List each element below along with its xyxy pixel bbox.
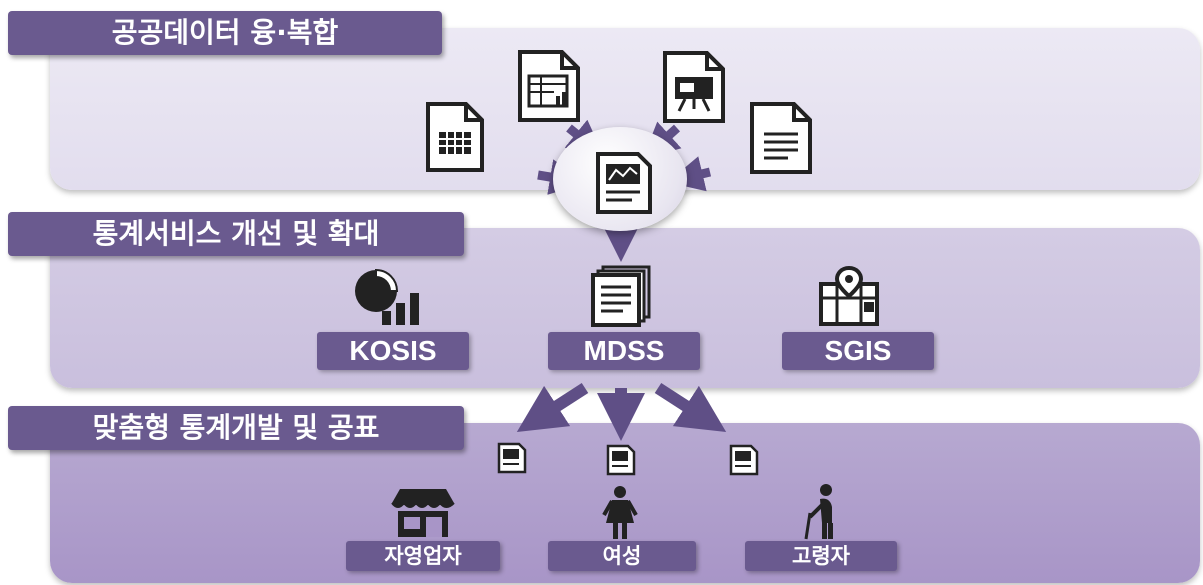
section-title-data-fusion: 공공데이터 융·복합 — [8, 11, 442, 55]
elderly-label: 고령자 — [745, 541, 897, 571]
elderly-icon — [804, 484, 833, 540]
sgis-label: SGIS — [782, 332, 934, 370]
arrow-in-4 — [667, 156, 712, 192]
table-chart-icon — [518, 50, 580, 122]
mdss-label: MDSS — [548, 332, 700, 370]
report-icon — [596, 152, 652, 214]
map-pin-icon — [819, 266, 879, 326]
small-report-icon-3 — [729, 444, 759, 476]
section-title-service: 통계서비스 개선 및 확대 — [8, 212, 464, 256]
arrow-down-right — [654, 382, 727, 433]
small-report-icon-2 — [606, 444, 636, 476]
pie-chart-icon — [355, 268, 419, 325]
self-employed-label: 자영업자 — [346, 541, 500, 571]
woman-icon — [602, 486, 638, 539]
spreadsheet-icon — [426, 102, 484, 172]
women-label: 여성 — [548, 541, 696, 571]
presentation-icon — [663, 51, 725, 123]
arrow-down-left — [516, 382, 589, 433]
store-icon — [391, 489, 455, 537]
document-stack-icon — [591, 265, 651, 327]
kosis-label: KOSIS — [317, 332, 469, 370]
text-document-icon — [750, 102, 812, 174]
section-title-custom: 맞춤형 통계개발 및 공표 — [8, 406, 464, 450]
small-report-icon-1 — [497, 442, 527, 474]
